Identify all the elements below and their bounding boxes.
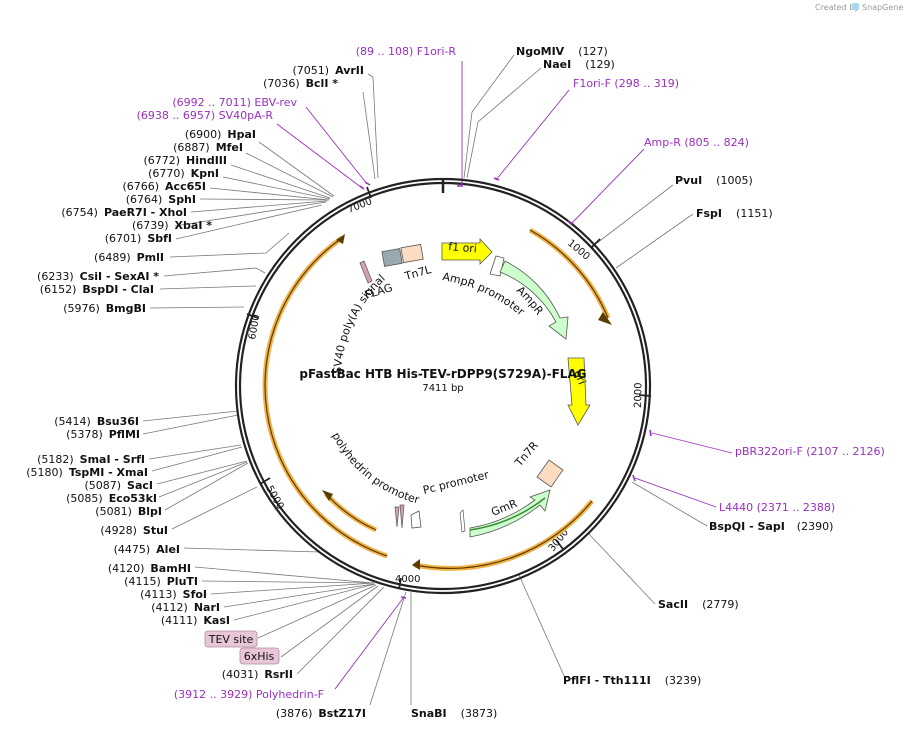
site-pflmi[interactable]: (5378)PflMI	[66, 428, 140, 441]
site-sacii[interactable]: SacII(2779)	[658, 598, 739, 611]
tick-label-7000: 7000	[346, 196, 374, 216]
site-alei[interactable]: (4475)AleI	[114, 543, 180, 556]
sites-left: (7051)AvrII (7036)BclI * (6900)HpaI (688…	[26, 64, 366, 720]
primer-sv40pa-r[interactable]: (6938 .. 6957) SV40pA-R	[137, 109, 274, 122]
site-hpai[interactable]: (6900)HpaI	[185, 128, 256, 141]
plasmid-name: pFastBac HTB His-TEV-rDPP9(S729A)-FLAG	[299, 367, 586, 381]
gmr-track	[469, 497, 546, 531]
site-hindiii[interactable]: (6772)HindIII	[143, 154, 227, 167]
primer-f1ori-f[interactable]: F1ori-F (298 .. 319)	[573, 77, 679, 90]
primer-ebv-rev[interactable]: (6992 .. 7011) EBV-rev	[172, 96, 297, 109]
site-stui[interactable]: (4928)StuI	[100, 524, 168, 537]
site-rsrii[interactable]: (4031)RsrII	[222, 668, 293, 681]
feature-label-tn7l: Tn7L	[402, 263, 433, 283]
site-bsu36i[interactable]: (5414)Bsu36I	[54, 415, 139, 428]
site-smai-srfi[interactable]: (5182)SmaI - SrfI	[37, 453, 145, 466]
site-mfei[interactable]: (6887)MfeI	[173, 141, 243, 154]
ampr-arrow	[499, 260, 569, 340]
site-pluti[interactable]: (4115)PluTI	[124, 575, 198, 588]
flag-mark	[359, 260, 373, 284]
site-saci[interactable]: (5087)SacI	[84, 479, 153, 492]
site-bspdi-clai[interactable]: (6152)BspDI - ClaI	[40, 283, 154, 296]
tick-label-5000: 5000	[263, 484, 285, 512]
tev-site-label: TEV site	[208, 633, 254, 646]
site-sphi[interactable]: (6764)SphI	[126, 193, 196, 206]
svg-text:Tn7L: Tn7L	[402, 263, 433, 283]
feature-label-ori: ori	[571, 368, 588, 386]
site-avrii[interactable]: (7051)AvrII	[293, 64, 364, 77]
his-tag-mark	[399, 504, 405, 529]
site-bspqi-sapi[interactable]: BspQI - SapI(2390)	[709, 520, 833, 533]
feature-label-f1-ori: f1 ori	[448, 240, 478, 255]
tn7r-box	[536, 459, 564, 488]
site-fspi[interactable]: FspI(1151)	[696, 207, 773, 220]
tick-label-6000: 6000	[247, 314, 262, 341]
primer-f1ori-r[interactable]: (89 .. 108) F1ori-R	[356, 45, 457, 58]
svg-text:polyhedrin promoter: polyhedrin promoter	[329, 430, 421, 506]
site-ngomiv[interactable]: NgoMIV(127)	[516, 45, 608, 58]
site-xbai[interactable]: (6739)XbaI *	[132, 219, 212, 232]
ori-arrow	[567, 357, 591, 426]
feature-label-pc-promoter: Pc promoter	[422, 468, 491, 497]
tick-label-2000: 2000	[633, 382, 644, 408]
site-acc65i[interactable]: (6766)Acc65I	[122, 180, 206, 193]
sv40-box	[381, 248, 403, 267]
orange-arcs	[262, 227, 612, 571]
credit-brand: SnapGene	[862, 3, 903, 12]
site-bcli[interactable]: (7036)BclI *	[263, 77, 338, 90]
site-sbfi[interactable]: (6701)SbfI	[105, 232, 172, 245]
site-bamhi[interactable]: (4120)BamHI	[108, 562, 191, 575]
site-pvui[interactable]: PvuI(1005)	[675, 174, 753, 187]
his-tag-label: 6xHis	[244, 650, 275, 663]
sites-right: NgoMIV(127) NaeI(129) PvuI(1005) FspI(11…	[411, 45, 833, 720]
leader-lines	[142, 54, 708, 706]
svg-text:ori: ori	[571, 368, 588, 386]
his-tag-badge[interactable]	[239, 647, 280, 665]
primer-leader-lines	[276, 61, 733, 690]
site-sfoi[interactable]: (4113)SfoI	[140, 588, 207, 601]
tick-label-4000: 4000	[395, 574, 420, 585]
primer-pbr322ori-f[interactable]: pBR322ori-F (2107 .. 2126)	[735, 445, 885, 458]
credit-text: Created by	[815, 3, 859, 12]
primer-amp-r[interactable]: Amp-R (805 .. 824)	[644, 136, 749, 149]
tev-site-badge[interactable]	[204, 630, 258, 648]
site-pflfi-tth111i[interactable]: PflFI - Tth111I(3239)	[563, 674, 701, 687]
site-blpi[interactable]: (5081)BlpI	[95, 505, 162, 518]
f1-ori-arrow	[441, 237, 493, 265]
svg-text:Tn7R: Tn7R	[512, 439, 541, 470]
svg-text:f1 ori: f1 ori	[448, 240, 478, 255]
primer-markers	[359, 177, 652, 599]
primer-l4440[interactable]: L4440 (2371 .. 2388)	[719, 501, 835, 514]
site-pmli[interactable]: (6489)PmlI	[94, 251, 164, 264]
feature-label-tn7r: Tn7R	[512, 439, 541, 470]
snapgene-logo-icon	[852, 3, 859, 10]
tn7l-box	[400, 243, 424, 264]
plasmid-length: 7411 bp	[422, 383, 463, 394]
site-tspmi-xmai[interactable]: (5180)TspMI - XmaI	[26, 466, 148, 479]
site-csii-sexai[interactable]: (6233)CsiI - SexAI *	[37, 270, 159, 283]
svg-text:Pc promoter: Pc promoter	[422, 468, 491, 497]
site-kpni[interactable]: (6770)KpnI	[148, 167, 219, 180]
tick-marks	[246, 186, 652, 590]
primer-polyhedrin-f[interactable]: (3912 .. 3929) Polyhedrin-F	[174, 688, 324, 701]
site-eco53ki[interactable]: (5085)Eco53kI	[66, 492, 157, 505]
site-bmgbi[interactable]: (5976)BmgBI	[63, 302, 146, 315]
site-bstz17i[interactable]: (3876)BstZ17I	[276, 707, 366, 720]
site-nari[interactable]: (4112)NarI	[151, 601, 220, 614]
site-naei[interactable]: NaeI(129)	[543, 58, 615, 71]
site-paer7i-xhoi[interactable]: (6754)PaeR7I - XhoI	[61, 206, 187, 219]
polyhedrin-promoter-arrow	[410, 510, 422, 529]
gmr-arrow	[469, 489, 551, 538]
site-snabi[interactable]: SnaBI(3873)	[411, 707, 497, 720]
feature-label-polyhedrin-promoter: polyhedrin promoter	[329, 430, 421, 506]
feature-shapes	[359, 237, 591, 538]
primer-labels: (89 .. 108) F1ori-R F1ori-F (298 .. 319)…	[137, 45, 885, 701]
tev-site-mark	[394, 506, 400, 528]
backbone-outer-ring	[234, 177, 652, 595]
pc-promoter-arrow	[459, 509, 466, 533]
site-kasi[interactable]: (4111)KasI	[161, 614, 230, 627]
